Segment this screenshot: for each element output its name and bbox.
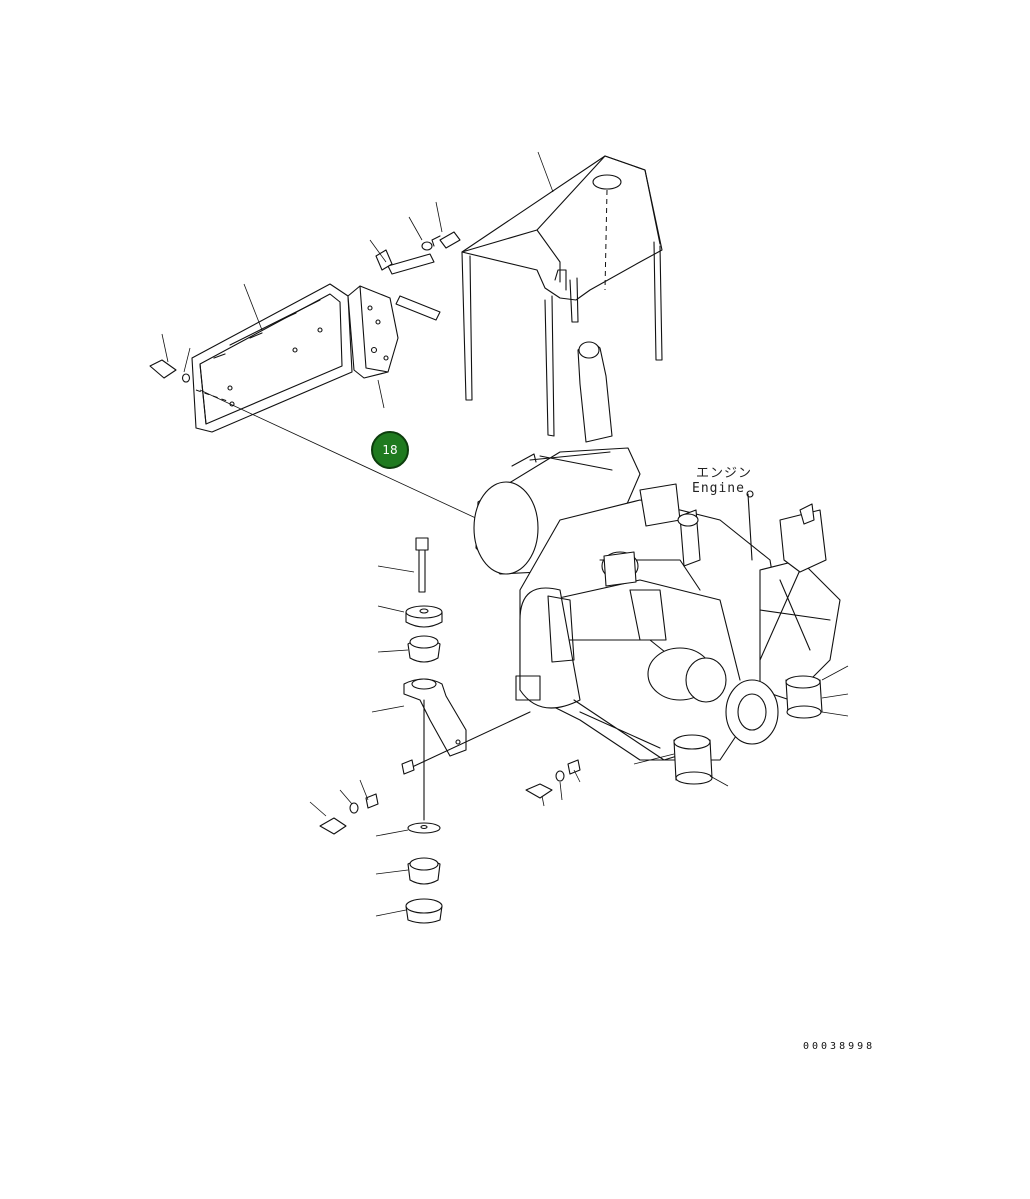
engine-assembly: [473, 341, 841, 785]
leader-lines-lower: [309, 565, 849, 917]
engine-hood-cover: [461, 155, 663, 437]
mounting-straps: [149, 231, 461, 383]
callout-badge[interactable]: 18: [371, 431, 409, 469]
leader-lines-top: [161, 151, 554, 521]
side-cover-panel: [191, 283, 399, 433]
engine-label-japanese: エンジン: [696, 466, 753, 481]
engine-mount-stack: [319, 537, 581, 924]
engine-label-english: Engine: [692, 481, 745, 496]
engine-label: エンジン Engine: [692, 466, 752, 496]
drawing-code: 00038998: [803, 1041, 876, 1052]
callout-number: 18: [382, 443, 398, 457]
